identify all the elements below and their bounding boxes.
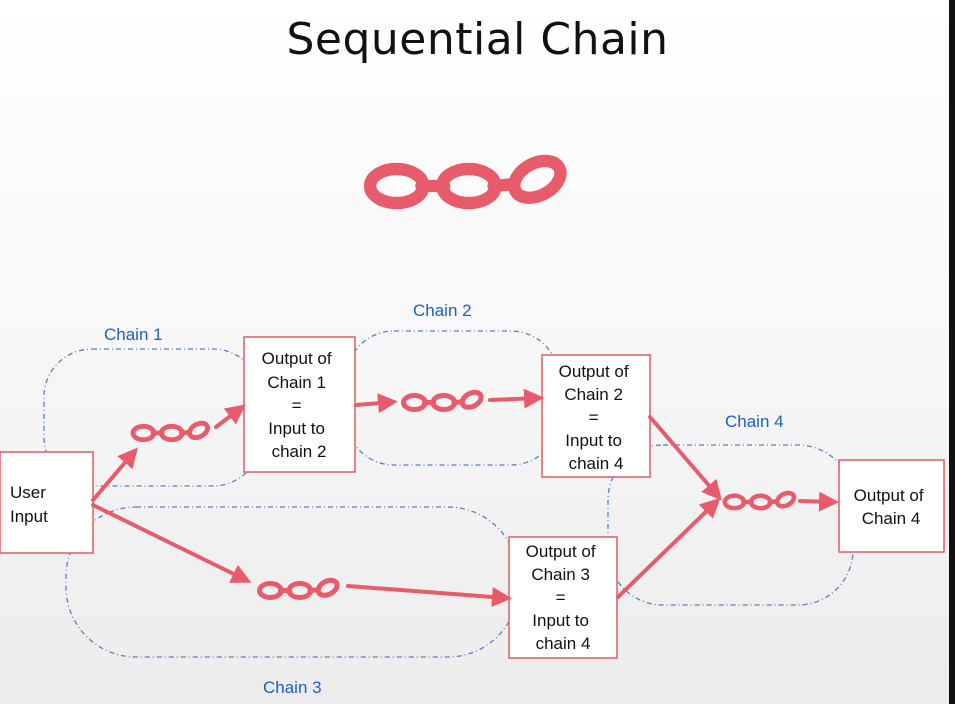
user-input-box	[0, 451, 94, 554]
output-chain3-text: Output of Chain 3 = Input to chain 4	[526, 542, 601, 653]
arrow-output3-to-chain4	[616, 497, 721, 599]
chain3-link-icon	[259, 577, 339, 598]
chain4-group-outline	[607, 444, 854, 606]
chain2-label: Chain 2	[413, 301, 472, 320]
edge-strip	[949, 0, 955, 704]
arrow-chain4-to-output4	[798, 491, 839, 512]
user-input-text: User Input	[10, 483, 51, 526]
output-chain4-box	[838, 459, 945, 553]
arrow-chain2-to-output2	[488, 388, 544, 409]
page-title: Sequential Chain	[286, 14, 669, 65]
output-chain2-text: Output of Chain 2 = Input to chain 4	[559, 362, 634, 473]
arrow-chain1-to-output1	[214, 404, 246, 429]
arrow-user-to-chain1	[91, 447, 138, 502]
chain3-label: Chain 3	[263, 678, 322, 697]
chain4-link-icon	[725, 490, 796, 509]
output-chain4-text: Output of Chain 4	[854, 486, 929, 528]
chain1-label: Chain 1	[104, 325, 163, 344]
arrow-user-to-chain3	[91, 503, 252, 583]
output-chain1-text: Output of Chain 1 = Input to chain 2	[262, 349, 337, 461]
chain-link-icon	[370, 153, 567, 205]
output-chain1-box	[243, 336, 356, 473]
chain2-link-icon	[403, 389, 483, 410]
chain3-group-outline	[65, 506, 519, 658]
chain1-link-icon	[133, 420, 210, 440]
arrow-output2-to-chain4	[648, 415, 722, 501]
arrow-output1-to-chain2	[354, 393, 398, 414]
arrow-chain3-to-output3	[346, 584, 512, 607]
chain4-label: Chain 4	[725, 412, 784, 431]
